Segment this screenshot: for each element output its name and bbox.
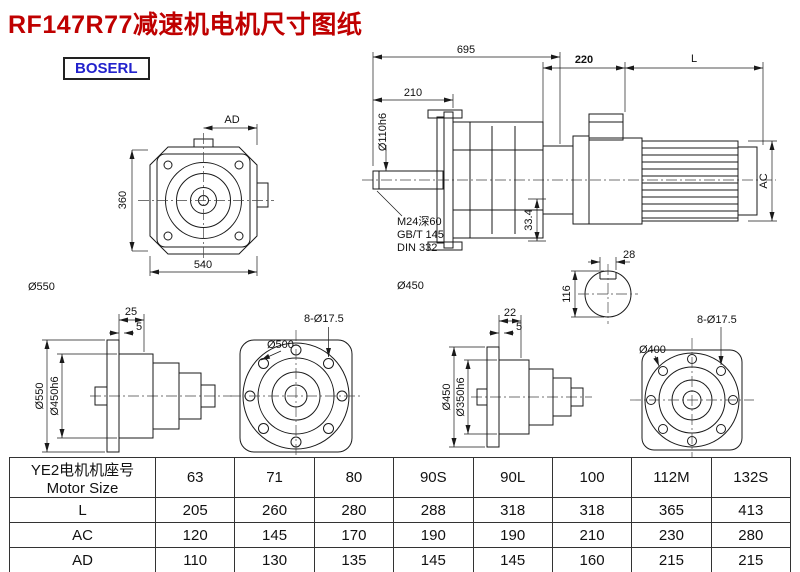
label-flange-d550: Ø550 bbox=[28, 281, 55, 293]
flange-face-view-large: Ø500 8-Ø17.5 bbox=[230, 313, 362, 462]
table-cell: 120 bbox=[154, 522, 236, 548]
dim-540-label: 540 bbox=[194, 259, 212, 271]
size-col-132S: 132S bbox=[710, 457, 792, 498]
dim-695-label: 695 bbox=[457, 44, 475, 56]
table-cell: 413 bbox=[710, 497, 792, 523]
gearbox-front-view: AD 360 540 Ø550 bbox=[28, 114, 274, 293]
table-cell: 160 bbox=[551, 547, 633, 572]
label-d550-flange: Ø550 bbox=[34, 383, 46, 410]
table-cell: 280 bbox=[313, 497, 395, 523]
motor-shaft-end-view: 28 116 bbox=[561, 249, 638, 324]
label-shaft-dia: Ø110h6 bbox=[377, 113, 389, 151]
reducer-section-view: 695 210 Ø110h6 M24深60 GB/T 145 DIN 332 3… bbox=[362, 44, 776, 292]
table-cell: 135 bbox=[313, 547, 395, 572]
size-col-90L: 90L bbox=[472, 457, 553, 498]
label-d350h6: Ø350h6 bbox=[455, 377, 467, 416]
label-d500: Ø500 bbox=[267, 339, 294, 351]
dim-220-label: 220 bbox=[575, 54, 593, 66]
flange-side-view-small: 22 5 Ø450 Ø350h6 bbox=[441, 307, 592, 448]
label-holes-large: 8-Ø17.5 bbox=[304, 313, 344, 325]
flange-face-view-small: Ø400 8-Ø17.5 bbox=[630, 314, 754, 462]
table-cell: 318 bbox=[472, 497, 553, 523]
label-d450-main: Ø450 bbox=[397, 280, 424, 292]
dimension-table: YE2电机机座号 Motor Size 63 71 80 90S 90L 100… bbox=[9, 457, 792, 572]
brand-logo: BOSERL bbox=[63, 57, 150, 80]
table-cell: 288 bbox=[393, 497, 474, 523]
table-row-AC: AC 120 145 170 190 190 210 230 280 bbox=[9, 522, 792, 548]
motor-size-header-cell: YE2电机机座号 Motor Size bbox=[9, 457, 156, 498]
table-cell: 110 bbox=[154, 547, 236, 572]
table-cell: 365 bbox=[631, 497, 712, 523]
table-cell: 190 bbox=[393, 522, 474, 548]
dim-5-label-large: 5 bbox=[136, 321, 142, 333]
size-col-90S: 90S bbox=[393, 457, 474, 498]
size-col-80: 80 bbox=[313, 457, 395, 498]
row-L-label: L bbox=[9, 497, 156, 523]
table-cell: 130 bbox=[234, 547, 315, 572]
table-cell: 215 bbox=[631, 547, 712, 572]
size-col-100: 100 bbox=[551, 457, 633, 498]
table-cell: 145 bbox=[393, 547, 474, 572]
note-tap-line2: GB/T 145 bbox=[397, 229, 444, 241]
dim-ad-label: AD bbox=[224, 114, 239, 126]
flange-side-view-large: 25 5 Ø550 Ø450h6 bbox=[34, 306, 232, 453]
label-holes-small: 8-Ø17.5 bbox=[697, 314, 737, 326]
size-col-112M: 112M bbox=[631, 457, 712, 498]
note-tap-line1: M24深60 bbox=[397, 215, 442, 228]
table-header-row: YE2电机机座号 Motor Size 63 71 80 90S 90L 100… bbox=[9, 457, 792, 498]
table-cell: 145 bbox=[472, 547, 553, 572]
label-d450-small: Ø450 bbox=[441, 384, 453, 411]
table-cell: 170 bbox=[313, 522, 395, 548]
row-AD-label: AD bbox=[9, 547, 156, 572]
table-cell: 210 bbox=[551, 522, 633, 548]
table-cell: 190 bbox=[472, 522, 553, 548]
size-col-63: 63 bbox=[154, 457, 236, 498]
dim-334-label: 33.4 bbox=[523, 209, 535, 230]
note-tap-line3: DIN 332 bbox=[397, 242, 437, 254]
dim-22-label: 22 bbox=[504, 307, 516, 319]
dim-116-label: 116 bbox=[561, 285, 573, 303]
dim-360-label: 360 bbox=[117, 191, 129, 209]
label-d400: Ø400 bbox=[639, 344, 666, 356]
motor-side-view: 220 L AC bbox=[542, 53, 777, 225]
table-cell: 145 bbox=[234, 522, 315, 548]
dim-5-label-small: 5 bbox=[516, 321, 522, 333]
dim-28-label: 28 bbox=[623, 249, 635, 261]
dim-L-label: L bbox=[691, 53, 697, 65]
label-d450h6-flange: Ø450h6 bbox=[49, 376, 61, 415]
size-col-71: 71 bbox=[234, 457, 315, 498]
table-cell: 215 bbox=[710, 547, 792, 572]
table-cell: 230 bbox=[631, 522, 712, 548]
table-cell: 318 bbox=[551, 497, 633, 523]
page-title: RF147R77减速机电机尺寸图纸 bbox=[8, 11, 363, 39]
motor-size-header-cn: YE2电机机座号 bbox=[30, 461, 135, 479]
table-row-AD: AD 110 130 135 145 145 160 215 215 bbox=[9, 547, 792, 572]
table-row-L: L 205 260 280 288 318 318 365 413 bbox=[9, 497, 792, 523]
dim-25-label: 25 bbox=[125, 306, 137, 318]
dim-AC-label: AC bbox=[758, 173, 770, 188]
table-cell: 280 bbox=[710, 522, 792, 548]
dim-210-label: 210 bbox=[404, 87, 422, 99]
table-cell: 205 bbox=[154, 497, 236, 523]
table-cell: 260 bbox=[234, 497, 315, 523]
motor-size-header-en: Motor Size bbox=[46, 479, 119, 497]
row-AC-label: AC bbox=[9, 522, 156, 548]
